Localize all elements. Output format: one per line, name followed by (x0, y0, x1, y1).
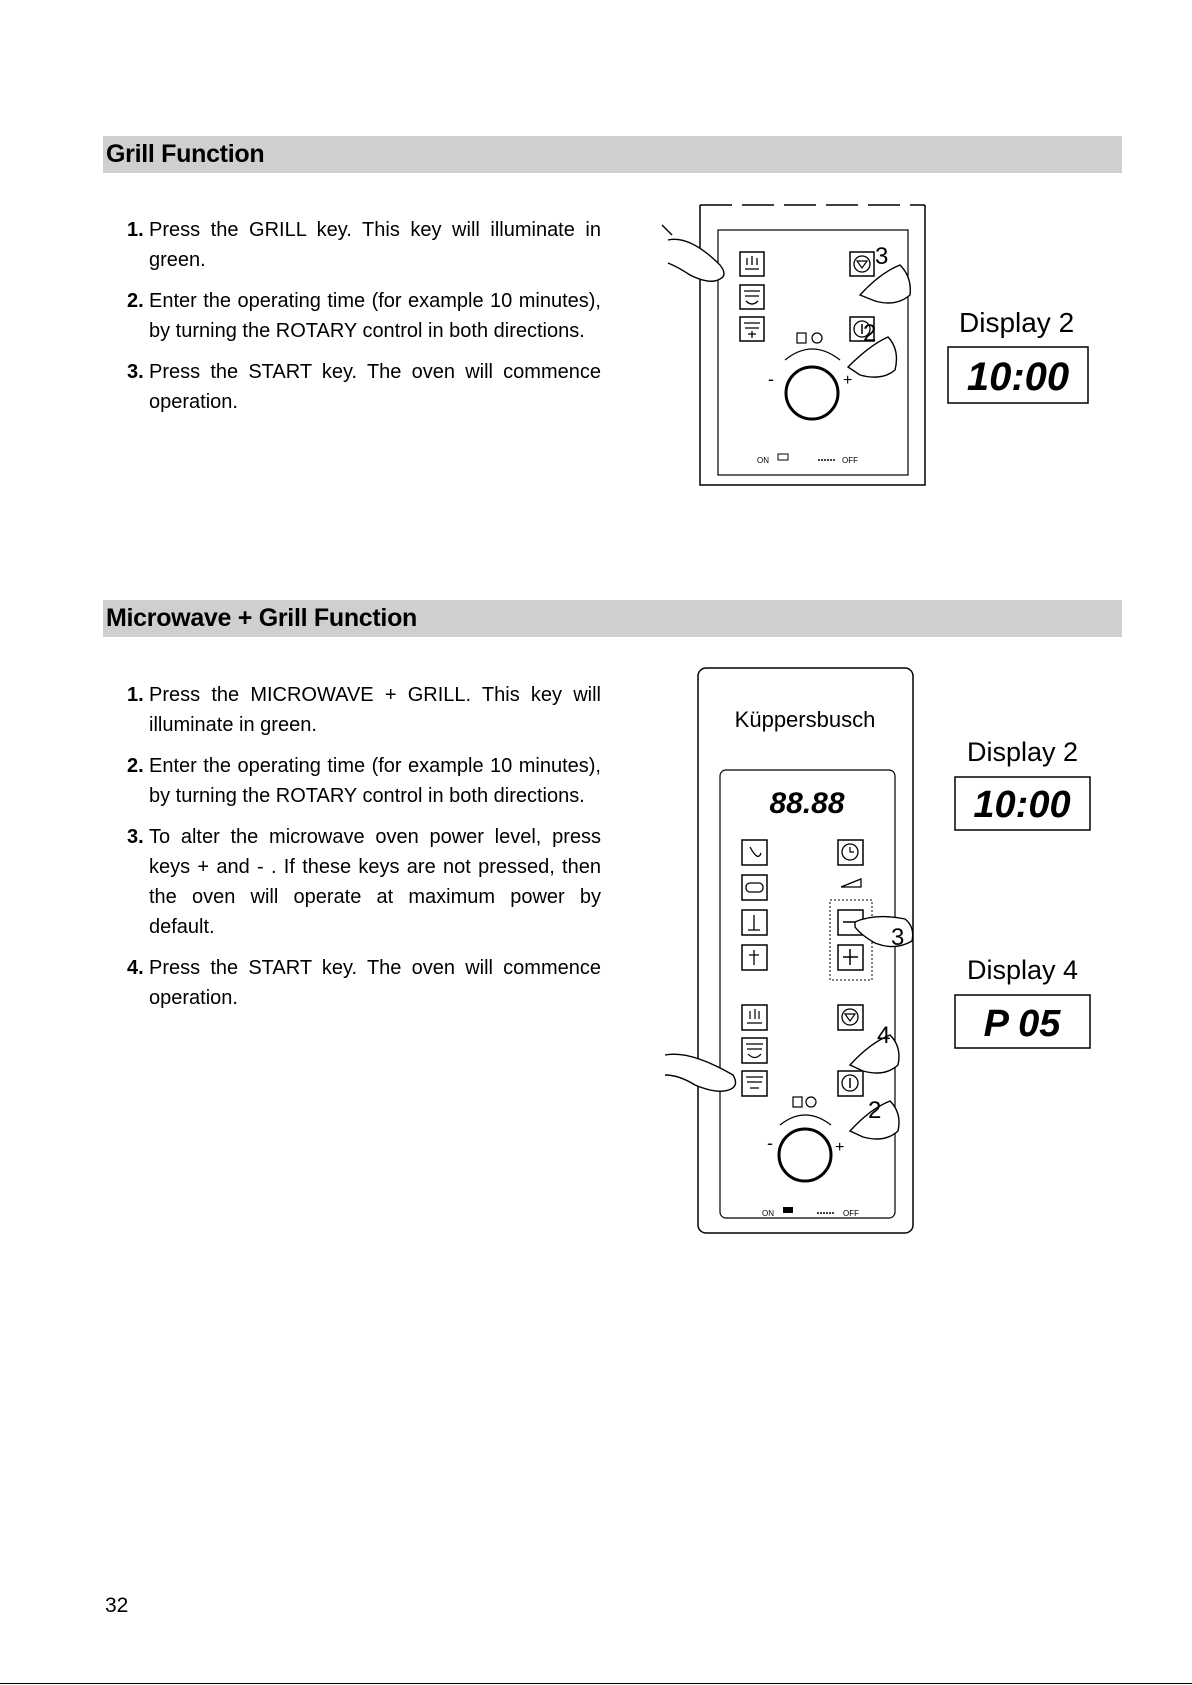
step-text: Press the MICROWAVE + GRILL. This key wi… (149, 684, 601, 736)
section-title: Microwave + Grill Function (106, 604, 418, 632)
brand-logo: Küppersbusch (735, 707, 876, 732)
pointing-hand-icon (848, 1100, 900, 1140)
display-label: Display 4 (967, 955, 1078, 985)
bottom-rule (0, 1683, 1192, 1684)
stop-key-icon (837, 1004, 864, 1031)
on-label: ON (762, 1209, 774, 1218)
step-text: To alter the microwave oven power level,… (149, 826, 601, 938)
defrost-key-icon (741, 839, 768, 866)
pointing-hand-icon (664, 1053, 737, 1092)
step-number: 1. (127, 684, 144, 706)
step-number: 2. (127, 290, 144, 312)
rotary-knob-icon (784, 332, 841, 421)
step-number: 3. (127, 361, 144, 383)
grill-key-icon (739, 251, 765, 277)
display-label: Display 2 (967, 737, 1078, 767)
off-label: OFF (842, 456, 858, 465)
section-title: Grill Function (106, 140, 265, 168)
microwave-key-icon (741, 874, 768, 901)
panel-outline (697, 667, 914, 1234)
pointing-hand-icon (854, 915, 914, 948)
on-label: ON (757, 456, 769, 465)
panel-readout: 88.88 (769, 787, 844, 820)
clock-key-icon (837, 839, 864, 866)
pointing-hand-icon (846, 336, 898, 378)
display-box (954, 994, 1091, 1049)
display-box (954, 776, 1091, 831)
callout-number: 2 (868, 1097, 881, 1124)
power-level-icon (840, 878, 862, 888)
list-item: 1. Press the MICROWAVE + GRILL. This key… (127, 680, 601, 740)
step-number: 2. (127, 755, 144, 777)
list-item: 2. Enter the operating time (for example… (127, 751, 601, 811)
pointing-hand-icon (848, 1034, 900, 1074)
display-value: 10:00 (973, 784, 1070, 826)
combi-grill-key-icon (741, 1070, 768, 1097)
reheat-key-icon (741, 909, 768, 936)
knob-plus-label: + (843, 372, 852, 389)
knob-minus-label: - (767, 1133, 773, 1153)
microwave-grill-key-icon (741, 1037, 768, 1064)
grill-panel-figure: - + ON OFF 1 2 3 Display 2 10:00 (661, 204, 1089, 486)
microwave-grill-steps-list: 1. Press the MICROWAVE + GRILL. This key… (127, 680, 601, 1024)
step-text: Press the GRILL key. This key will illum… (149, 219, 601, 271)
pointing-hand-icon (661, 224, 725, 282)
step-text: Press the START key. The oven will comme… (149, 957, 601, 1009)
stop-key-icon (849, 251, 875, 277)
combi-grill-key-icon (739, 316, 765, 342)
step-number: 3. (127, 826, 144, 848)
rotary-knob-icon (777, 1096, 833, 1183)
display-value: P 05 (984, 1003, 1062, 1045)
display-label: Display 2 (959, 307, 1074, 338)
grill-key-icon (741, 1004, 768, 1031)
callout-number: 4 (877, 1022, 890, 1049)
step-text: Enter the operating time (for example 10… (149, 755, 601, 807)
off-label: OFF (843, 1209, 859, 1218)
list-item: 1. Press the GRILL key. This key will il… (127, 215, 601, 275)
list-item: 4. Press the START key. The oven will co… (127, 953, 601, 1013)
knob-plus-label: + (835, 1139, 844, 1156)
pointing-hand-icon (858, 264, 911, 304)
list-item: 3. To alter the microwave oven power lev… (127, 822, 601, 942)
display-box (947, 346, 1089, 404)
callout-number: 2 (863, 320, 876, 347)
page-number: 32 (105, 1594, 129, 1617)
step-number: 4. (127, 957, 144, 979)
grill-steps-list: 1. Press the GRILL key. This key will il… (127, 215, 601, 428)
knob-minus-label: - (768, 369, 774, 389)
section-header-grill: Grill Function (103, 136, 1122, 173)
step-text: Enter the operating time (for example 10… (149, 290, 601, 342)
inner-panel (717, 229, 909, 476)
panel-outline (699, 205, 926, 486)
section-header-microwave-grill: Microwave + Grill Function (103, 600, 1122, 637)
auto-cook-key-icon (741, 944, 768, 971)
start-key-icon (849, 316, 875, 342)
microwave-grill-panel-figure: Küppersbusch 88.88 - + ON OFF 1 2 3 4 Di… (664, 667, 1091, 1234)
microwave-grill-key-icon (739, 284, 765, 310)
callout-number: 3 (891, 924, 904, 951)
list-item: 3. Press the START key. The oven will co… (127, 357, 601, 417)
list-item: 2. Enter the operating time (for example… (127, 286, 601, 346)
step-text: Press the START key. The oven will comme… (149, 361, 601, 413)
step-number: 1. (127, 219, 144, 241)
callout-number: 3 (875, 243, 888, 270)
plus-key-icon (837, 944, 864, 971)
display-value: 10:00 (967, 355, 1069, 399)
inner-panel (719, 769, 896, 1219)
start-key-icon (837, 1070, 864, 1097)
